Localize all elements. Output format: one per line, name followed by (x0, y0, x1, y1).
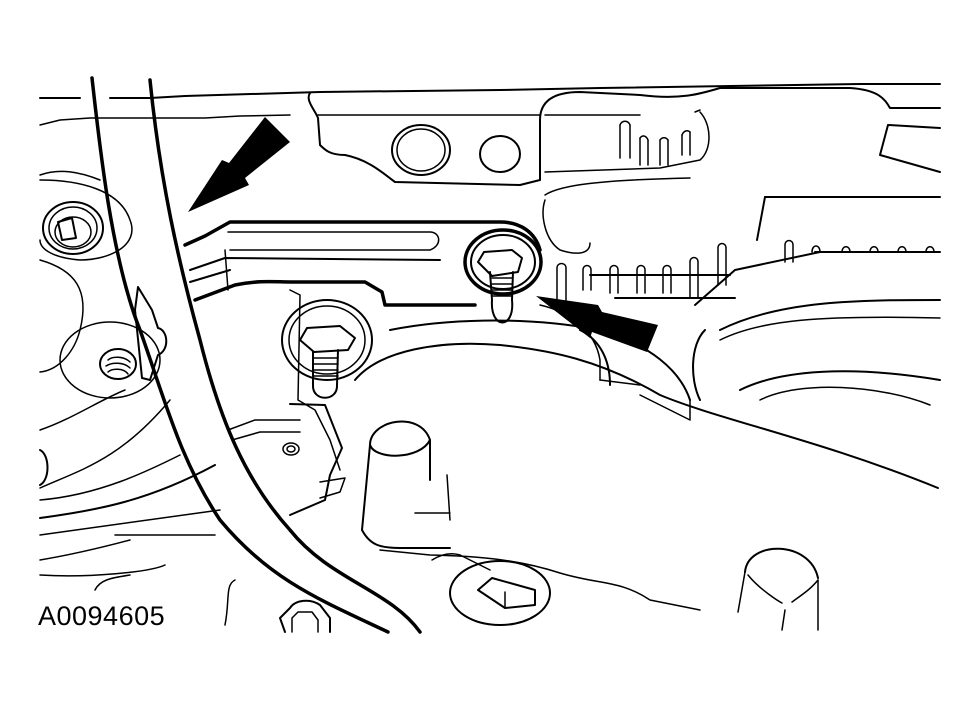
figure-reference-id: A0094605 (38, 601, 166, 631)
callout-arrow-right-icon (536, 296, 658, 352)
upper-housing (39, 83, 941, 186)
right-stud-bolt (463, 228, 543, 324)
callout-arrow-upper-left-icon (188, 117, 290, 212)
lower-bosses (224, 403, 819, 633)
pipe (90, 76, 422, 634)
left-stud-bolt (281, 289, 373, 471)
right-housing (542, 177, 941, 421)
left-housing (39, 170, 221, 591)
bracket (183, 220, 542, 307)
